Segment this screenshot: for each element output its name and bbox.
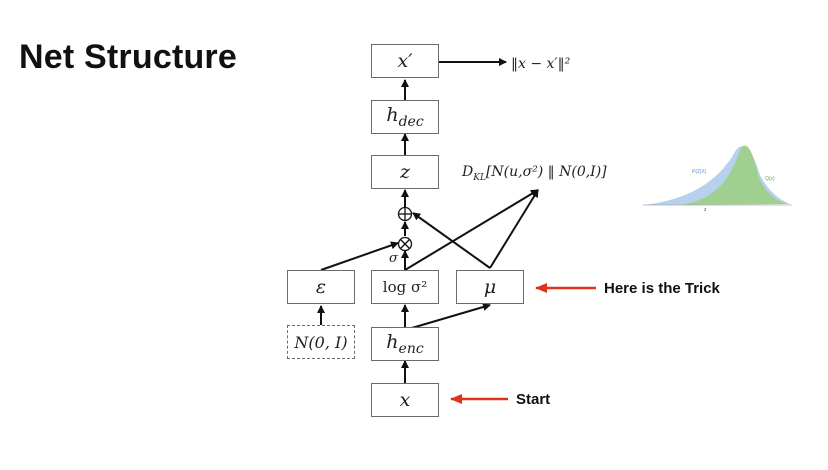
multiply-operator bbox=[397, 236, 413, 252]
thumbnail-label-q: Q(z) bbox=[765, 176, 775, 182]
add-operator bbox=[397, 206, 413, 222]
thumbnail-axis-label: z bbox=[704, 207, 707, 213]
node-epsilon: ε bbox=[287, 270, 355, 304]
h-dec-main: h bbox=[386, 104, 399, 127]
thumbnail-label-p: P(Z|X) bbox=[692, 169, 707, 175]
sigma-label: σ bbox=[389, 251, 398, 266]
node-x-prime: x′ bbox=[371, 44, 439, 78]
kl-main: D bbox=[462, 164, 474, 180]
node-x: x bbox=[371, 383, 439, 417]
kl-rest: [N(u,σ²) ‖ N(0,I)] bbox=[485, 164, 607, 180]
node-log-sigma: log σ² bbox=[371, 270, 439, 304]
reconstruction-loss-label: ‖x − x′‖² bbox=[511, 56, 571, 72]
edge-logsigma-kl bbox=[404, 189, 539, 271]
node-noise: N(0, I) bbox=[287, 325, 355, 359]
edge-mu-plus bbox=[412, 212, 491, 269]
node-h-dec: hdec bbox=[371, 100, 439, 134]
h-enc-sub: enc bbox=[398, 340, 424, 357]
kl-divergence-label: DKL[N(u,σ²) ‖ N(0,I)] bbox=[462, 164, 607, 183]
node-mu: μ bbox=[456, 270, 524, 304]
h-dec-sub: dec bbox=[398, 113, 424, 130]
distribution-thumbnail bbox=[643, 145, 792, 206]
start-callout: Start bbox=[516, 391, 551, 408]
h-enc-main: h bbox=[386, 331, 399, 354]
kl-sub: KL bbox=[473, 172, 486, 183]
node-h-enc: henc bbox=[371, 327, 439, 361]
trick-callout: Here is the Trick bbox=[604, 280, 720, 297]
edge-epsilon-mult bbox=[320, 241, 399, 271]
node-z: z bbox=[371, 155, 439, 189]
edge-henc-mu bbox=[404, 303, 491, 331]
edge-mu-kl bbox=[489, 189, 539, 269]
slide-title: Net Structure bbox=[19, 38, 237, 76]
